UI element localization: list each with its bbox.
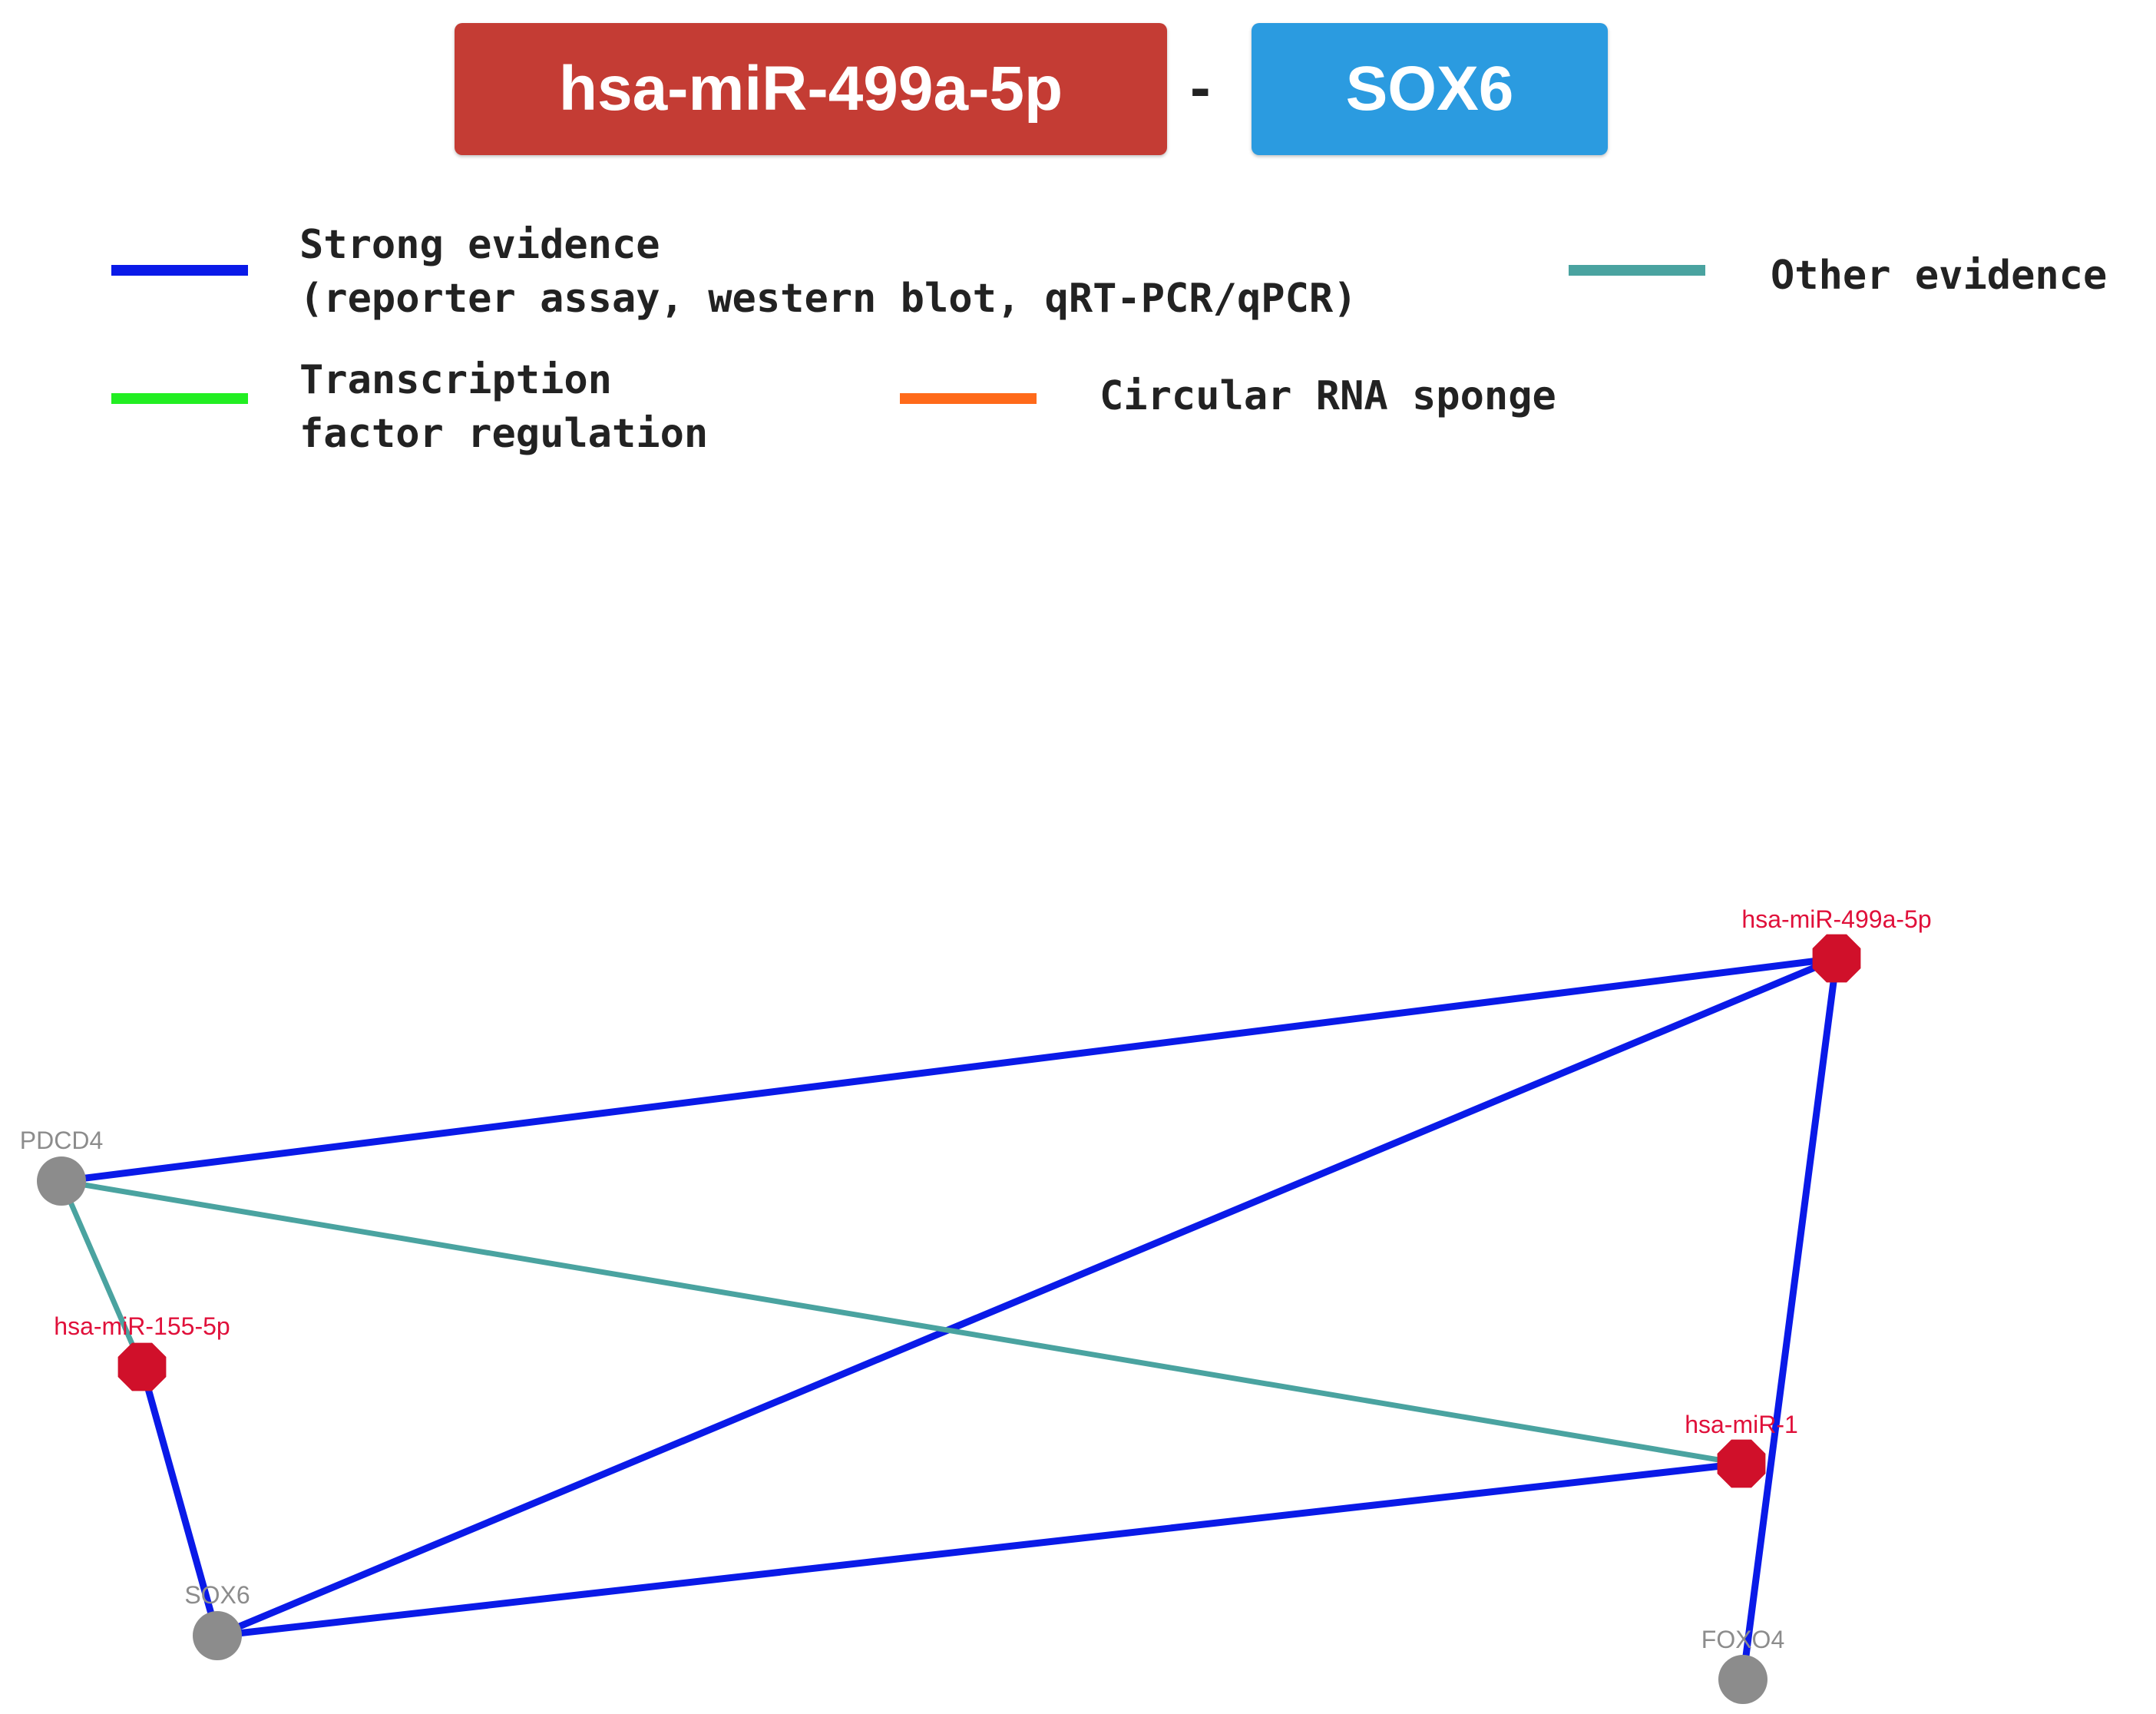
legend-strong-line — [111, 265, 248, 276]
legend-circ-line — [900, 393, 1037, 404]
edge-pdcd4-mir1 — [58, 1178, 1744, 1467]
node-label-mir499: hsa-miR-499a-5p — [1741, 905, 1931, 933]
node-mir499[interactable] — [1812, 934, 1861, 983]
legend-strong-sublabel: (reporter assay, western blot, qRT-PCR/q… — [299, 276, 1357, 322]
edge-mir499-sox6 — [213, 955, 1840, 1640]
node-mir1[interactable] — [1717, 1439, 1766, 1488]
edges-layer — [58, 955, 1840, 1683]
gene-badge: SOX6 — [1252, 23, 1608, 155]
legend-strong-label: Strong evidence — [299, 222, 660, 268]
edge-mir155-sox6 — [138, 1363, 221, 1640]
node-label-mir1: hsa-miR-1 — [1685, 1411, 1798, 1438]
legend-tf-line — [111, 393, 248, 404]
node-mir155[interactable] — [117, 1342, 167, 1391]
badge-separator: - — [1190, 53, 1211, 121]
node-sox6[interactable] — [193, 1611, 242, 1660]
edge-mir499-pdcd4 — [58, 955, 1840, 1185]
nodes-layer — [37, 934, 1861, 1704]
node-label-foxo4: FOXO4 — [1701, 1626, 1784, 1653]
legend-tf-sublabel: factor regulation — [299, 411, 709, 457]
node-label-pdcd4: PDCD4 — [20, 1127, 103, 1154]
edge-pdcd4-mir155 — [58, 1178, 145, 1370]
edge-mir1-sox6 — [213, 1460, 1745, 1640]
node-label-sox6: SOX6 — [184, 1581, 250, 1609]
legend-other-label: Other evidence — [1771, 253, 2108, 299]
node-pdcd4[interactable] — [37, 1156, 86, 1206]
node-foxo4[interactable] — [1718, 1655, 1767, 1704]
edge-mir499-foxo4 — [1739, 955, 1840, 1683]
mirna-badge: hsa-miR-499a-5p — [455, 23, 1167, 155]
legend-other-line — [1569, 265, 1705, 276]
legend-tf-label: Transcription — [299, 357, 612, 403]
legend-circ-label: Circular RNA sponge — [1099, 373, 1556, 419]
node-label-mir155: hsa-miR-155-5p — [54, 1312, 230, 1340]
